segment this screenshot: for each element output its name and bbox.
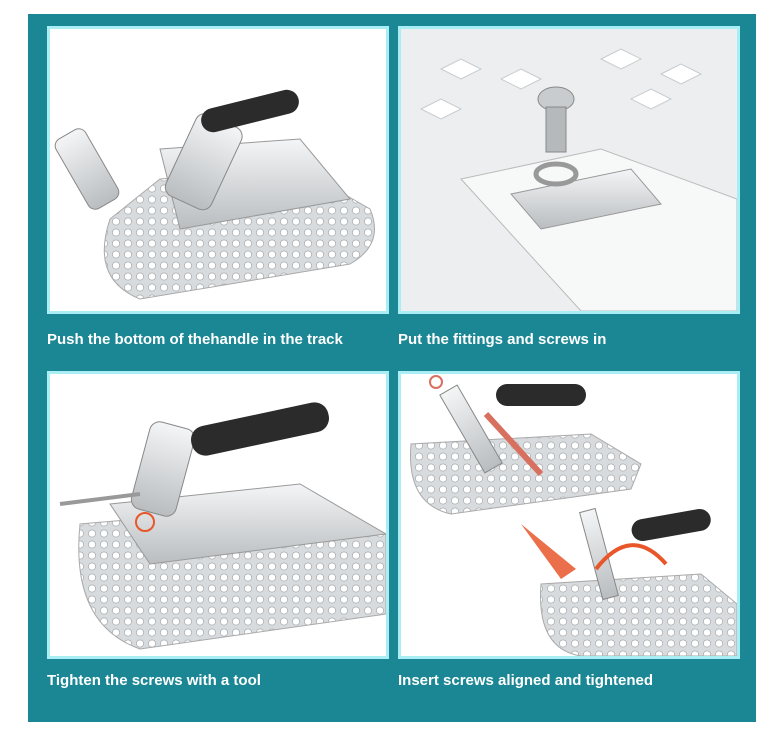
step-4-image [398,371,740,659]
step-3-image [47,371,389,659]
step-2-image [398,26,740,314]
instruction-board: Push the bottom of thehandle in the trac… [28,14,756,722]
rotate-arrow-icon [594,543,668,571]
step-2-caption: Put the fittings and screws in [398,331,607,348]
step-3-caption: Tighten the screws with a tool [47,672,261,689]
screw-fitting-illustration [401,29,737,311]
scoop-tightening-illustration [59,402,386,650]
scoop-assembly-illustration [410,375,737,656]
step-1-caption: Push the bottom of thehandle in the trac… [47,331,343,348]
scoop-illustration [54,89,375,300]
push-arrow-icon [521,524,576,579]
step-4-caption: Insert screws aligned and tightened [398,672,654,689]
step-1-image [47,26,389,314]
